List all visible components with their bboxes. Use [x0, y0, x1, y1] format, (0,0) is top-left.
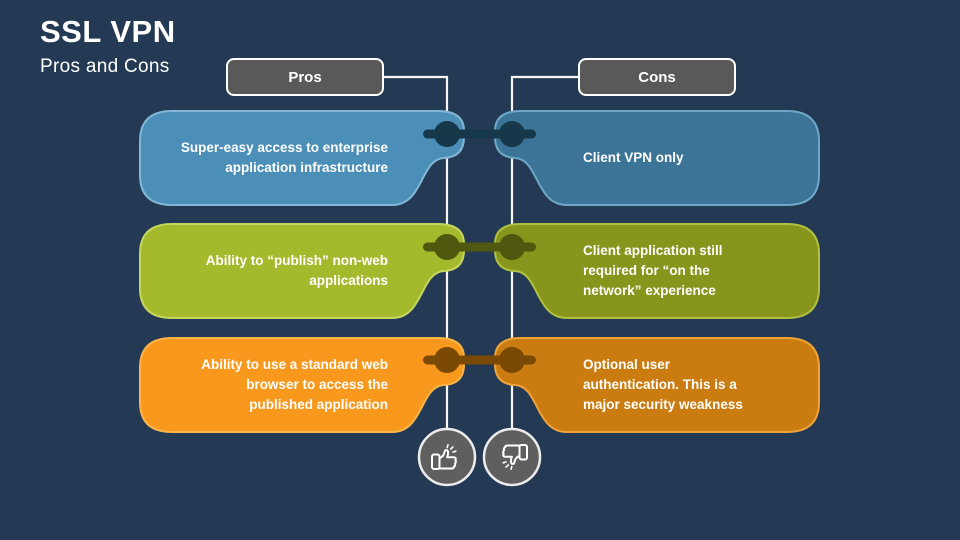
thumbs-up-badge	[417, 427, 477, 487]
connector-dot-left-2	[434, 234, 460, 260]
connector-dot-right-2	[499, 234, 525, 260]
pros-header-pill: Pros	[226, 58, 384, 96]
connector-lines	[383, 75, 578, 440]
sparkle-marks	[502, 461, 513, 470]
pro-text-3: Ability to use a standard web browser to…	[201, 357, 388, 412]
thumbs-up-icon	[431, 444, 457, 470]
connector-dot-left-3	[434, 347, 460, 373]
pro-shape-1	[139, 110, 465, 206]
row-connector-2	[423, 234, 536, 260]
connector-dot-left-1	[434, 121, 460, 147]
row-connector-1	[423, 121, 536, 147]
sparkle-marks	[446, 444, 457, 453]
pros-header-label: Pros	[288, 68, 322, 86]
thumbs-down-icon	[502, 444, 528, 470]
pros-connector-line	[383, 75, 449, 440]
thumbs-down-badge	[482, 427, 542, 487]
pro-shape-2	[139, 223, 465, 319]
con-text-3: Optional user authentication. This is a …	[583, 357, 743, 412]
connector-dot-right-1	[499, 121, 525, 147]
connector-dot-right-3	[499, 347, 525, 373]
page-title: SSL VPN	[40, 14, 176, 49]
page-subtitle: Pros and Cons	[40, 56, 170, 77]
pro-text-2: Ability to “publish” non-web application…	[205, 253, 388, 288]
con-text-1: Client VPN only	[583, 150, 684, 165]
con-text-2: Client application still required for “o…	[583, 243, 723, 298]
pro-text-1: Super-easy access to enterprise applicat…	[180, 140, 388, 175]
cons-header-pill: Cons	[578, 58, 736, 96]
cons-connector-line	[510, 75, 578, 440]
cons-header-label: Cons	[638, 68, 676, 86]
row-connector-3	[423, 347, 536, 373]
